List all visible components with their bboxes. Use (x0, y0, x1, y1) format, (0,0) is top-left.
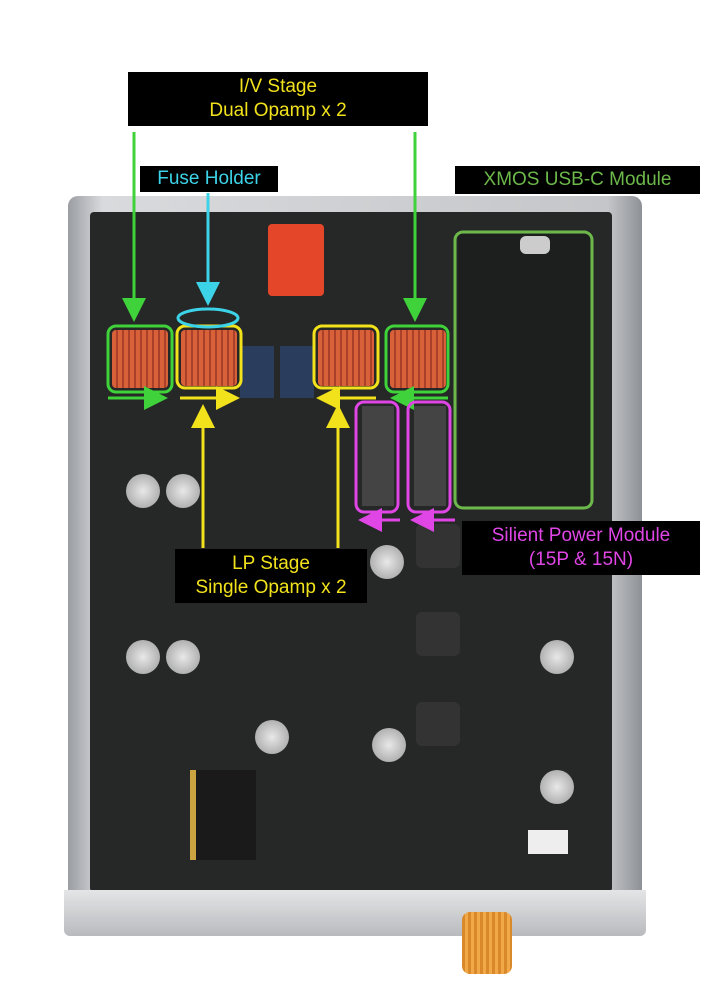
power-module-highlight (354, 400, 455, 532)
relay (280, 346, 314, 398)
opamp-heatsink (390, 330, 446, 388)
iv-stage-title: I/V Stage (238, 76, 318, 97)
opamp-heatsink (181, 330, 237, 386)
capacitor (166, 640, 200, 674)
capacitor (372, 728, 406, 762)
inductor (416, 702, 460, 746)
iv-stage-subtitle: Dual Opamp x 2 (209, 100, 347, 121)
power-module-title: Silient Power Module (491, 525, 671, 546)
power-module-subtitle: (15P & 15N) (528, 549, 634, 570)
power-module (414, 406, 446, 506)
front-panel (64, 890, 646, 936)
capacitor (255, 720, 289, 754)
capacitor (540, 640, 574, 674)
capacitor (540, 770, 574, 804)
xmos-module-board (458, 234, 590, 506)
capacitor (166, 474, 200, 508)
red-connector (268, 224, 324, 296)
usb-c-port (520, 236, 550, 254)
lp-stage-highlight (175, 324, 380, 548)
power-module (362, 406, 394, 506)
opamp-heatsink (318, 330, 374, 386)
power-module-label: Silient Power Module (15P & 15N) (462, 521, 700, 575)
lp-stage-title: LP Stage (232, 553, 310, 574)
capacitor (126, 640, 160, 674)
relay (240, 346, 274, 398)
volume-knob (462, 912, 512, 974)
fuse-holder-label: Fuse Holder (140, 166, 278, 192)
opamp-heatsink (112, 330, 168, 388)
fuse-holder-highlight (176, 193, 240, 329)
iv-stage-label: I/V Stage Dual Opamp x 2 (128, 72, 428, 126)
inductor (416, 612, 460, 656)
xmos-highlight (453, 230, 594, 510)
lp-stage-label: LP Stage Single Opamp x 2 (175, 549, 367, 603)
capacitor (126, 474, 160, 508)
lp-stage-subtitle: Single Opamp x 2 (195, 577, 347, 598)
headphone-jack (190, 770, 256, 860)
capacitor (370, 545, 404, 579)
iv-stage-highlight (106, 132, 450, 410)
xmos-label: XMOS USB-C Module (455, 166, 700, 194)
white-connector (528, 830, 568, 854)
